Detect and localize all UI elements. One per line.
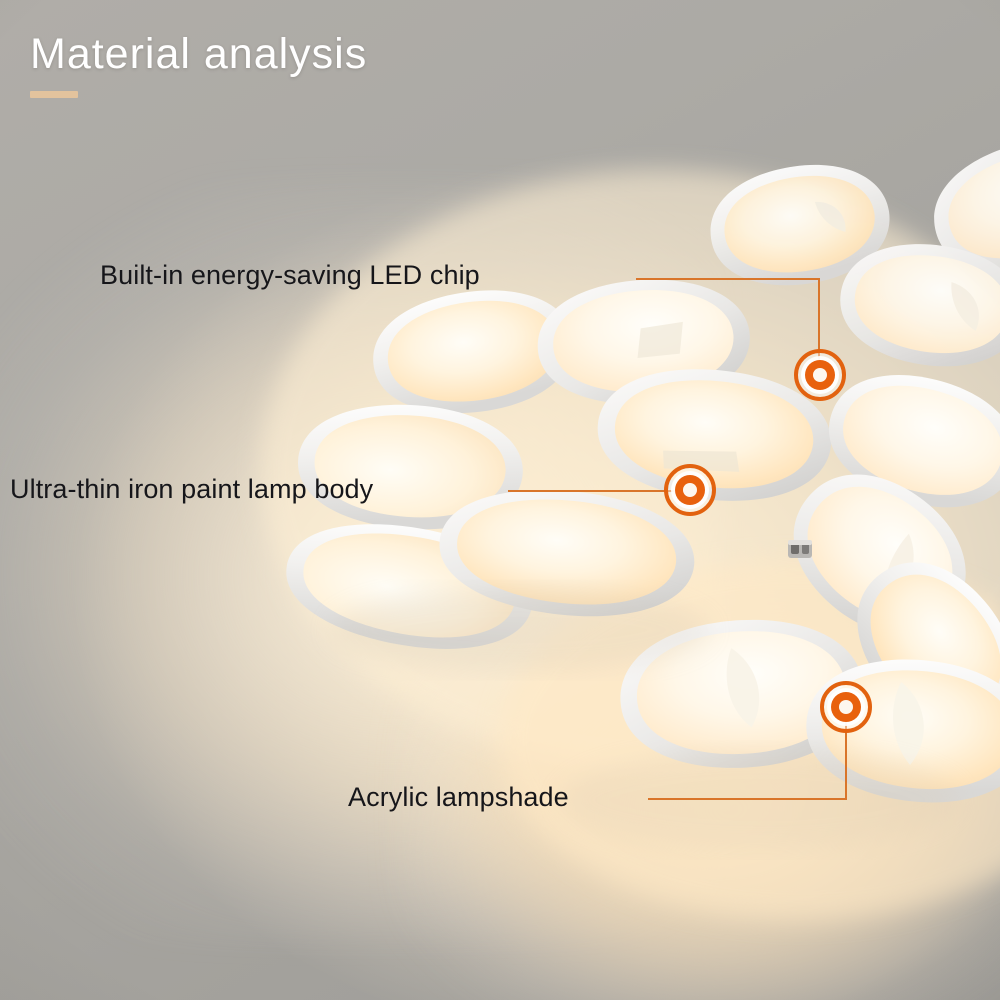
callout-marker-lamp-body[interactable] xyxy=(664,464,716,516)
title-accent-rule xyxy=(30,91,78,98)
callout-label-led-chip: Built-in energy-saving LED chip xyxy=(100,260,480,290)
callout-label-lamp-body: Ultra-thin iron paint lamp body xyxy=(10,474,374,504)
leader-line-led-chip-horizontal xyxy=(636,278,820,280)
leader-line-led-chip-vertical xyxy=(818,278,820,377)
callout-marker-lampshade[interactable] xyxy=(820,681,872,733)
page-title: Material analysis xyxy=(30,30,368,78)
header-block: Material analysis xyxy=(30,33,367,98)
leader-line-lamp-body-horizontal xyxy=(508,490,690,492)
target-dot-icon-hole xyxy=(813,368,827,382)
target-dot-icon-hole xyxy=(839,700,853,714)
leader-line-lampshade-vertical xyxy=(845,710,847,800)
leader-line-lampshade-horizontal xyxy=(648,798,847,800)
callout-marker-led-chip[interactable] xyxy=(794,349,846,401)
callout-label-lampshade: Acrylic lampshade xyxy=(348,782,569,812)
target-dot-icon-hole xyxy=(683,483,697,497)
metal-connector xyxy=(788,540,812,558)
